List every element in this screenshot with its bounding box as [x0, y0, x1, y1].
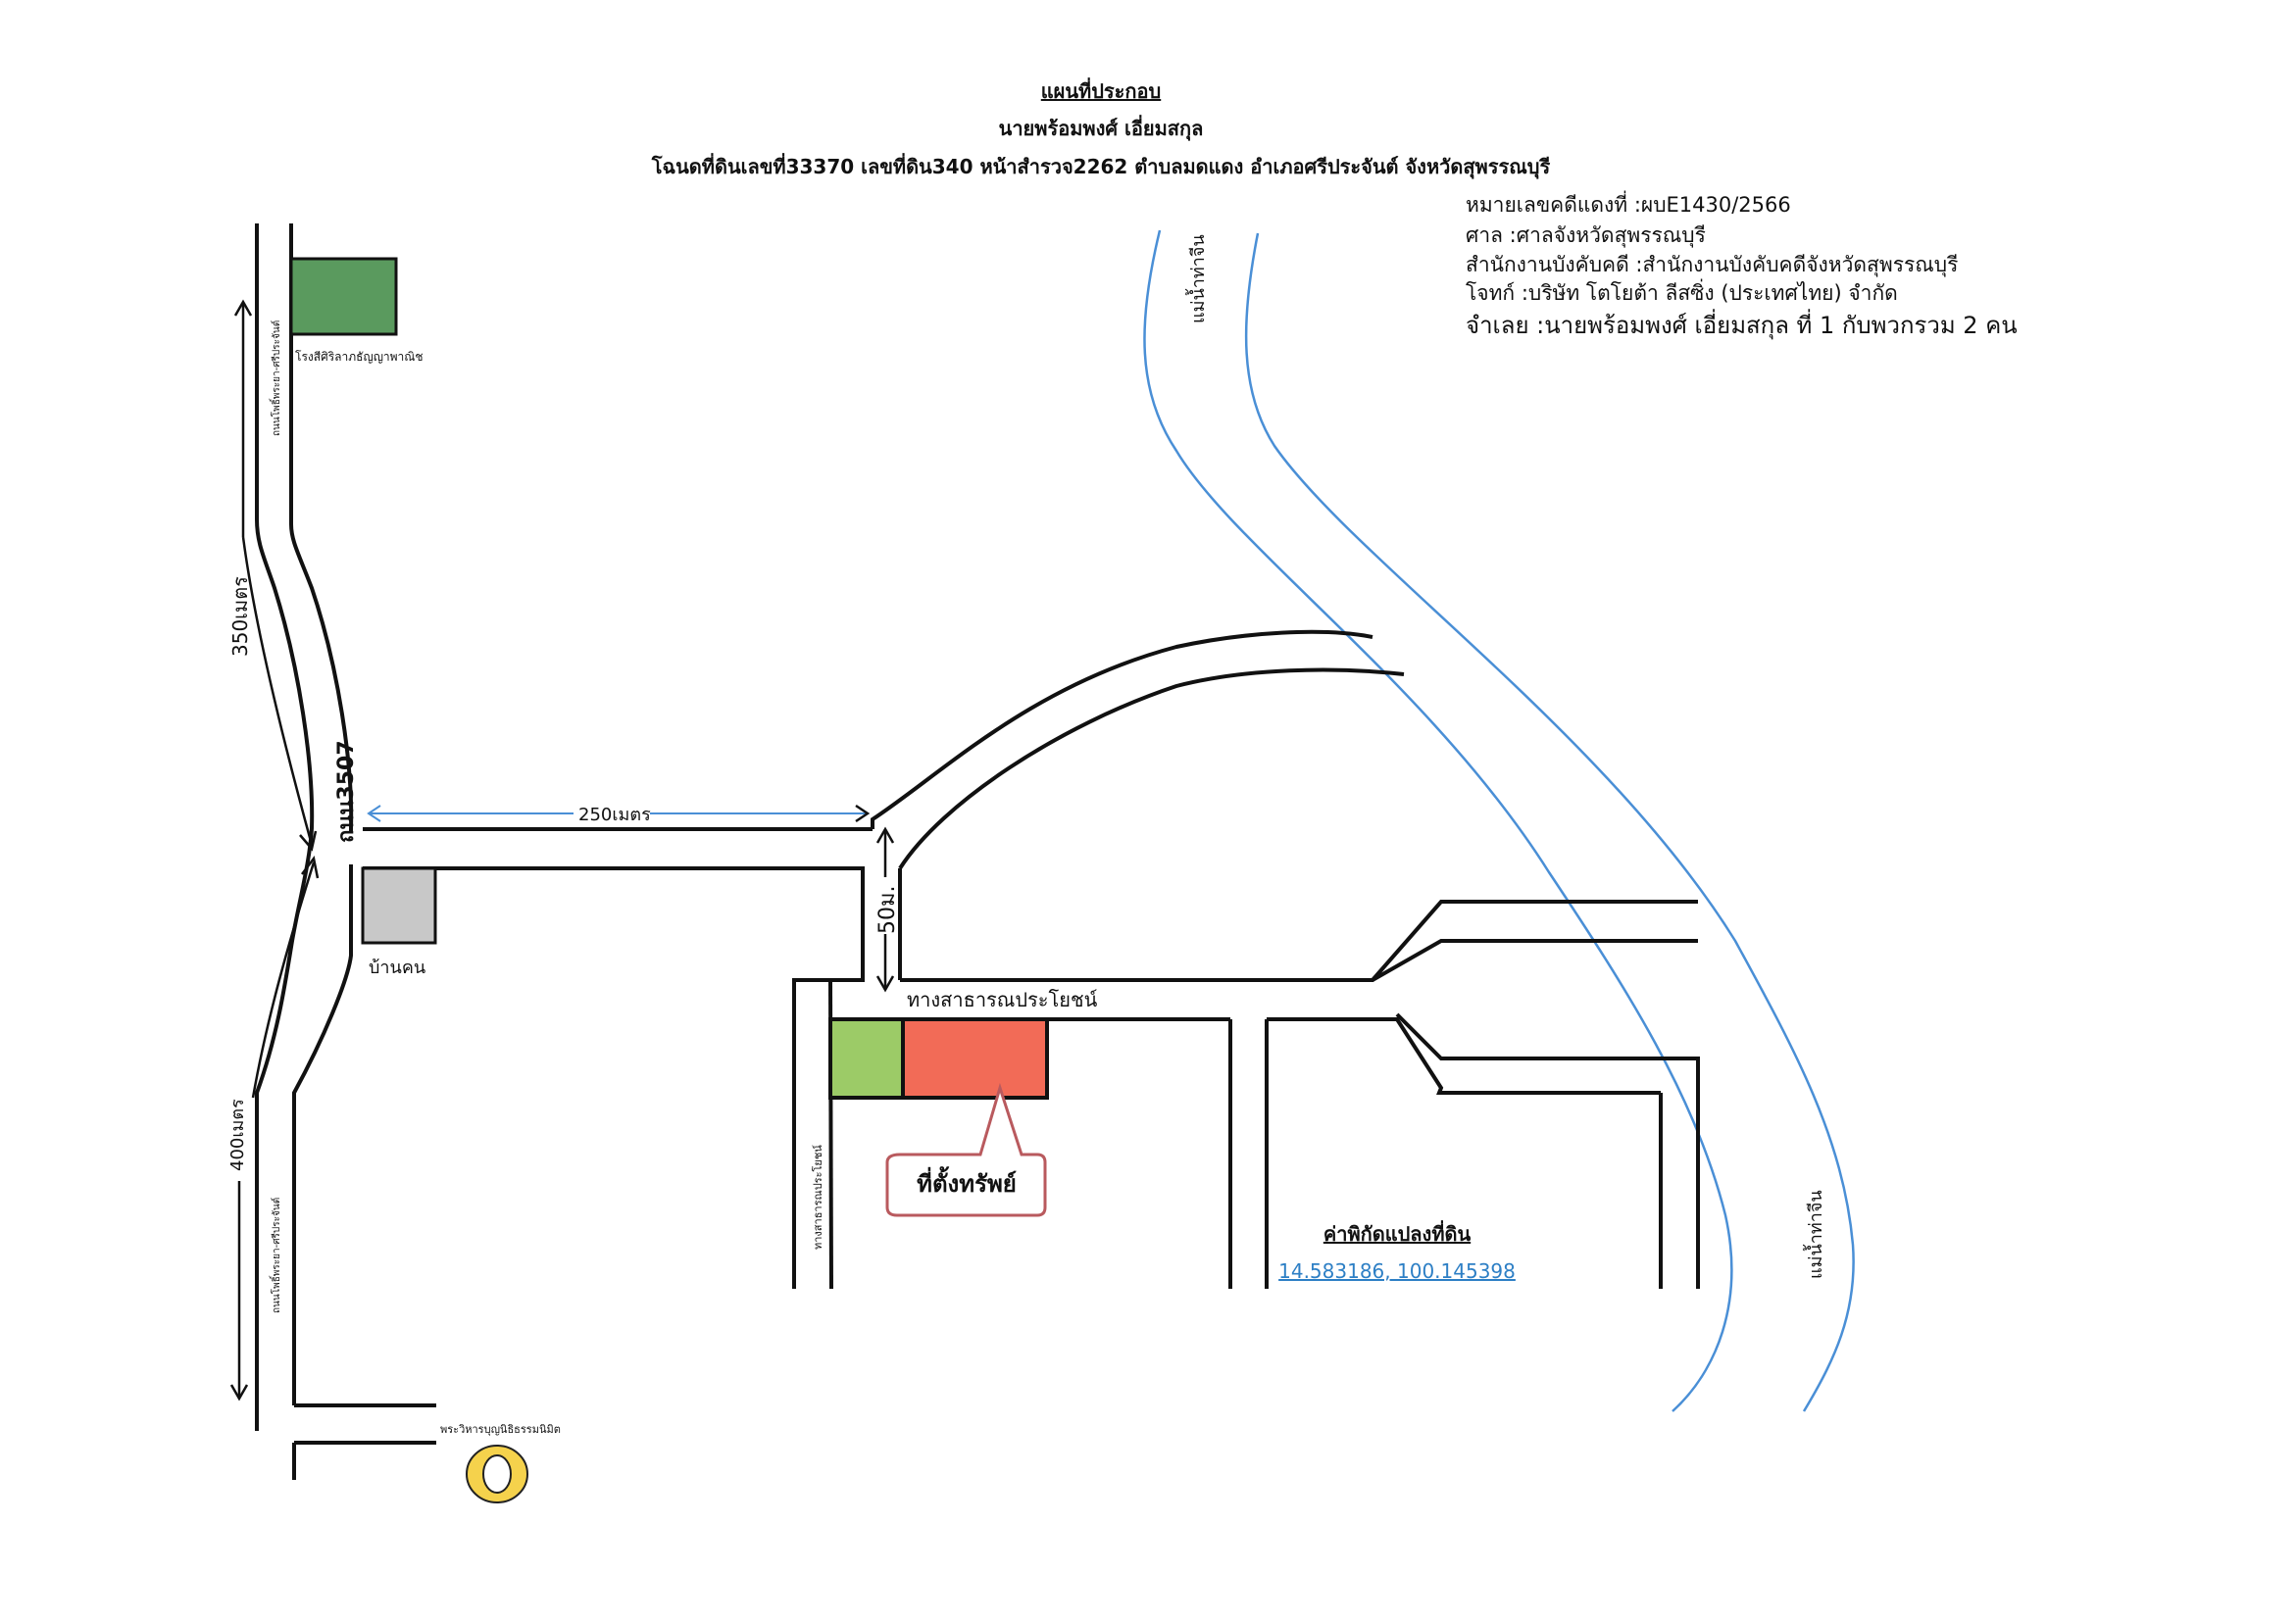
court-name: ศาล :ศาลจังหวัดสุพรรณบุรี	[1466, 223, 1706, 248]
temple-marker-inner	[482, 1454, 512, 1494]
case-number: หมายเลขคดีแดงที่ :ผบE1430/2566	[1466, 190, 1791, 217]
river-label-top: แม่น้ำท่าจีน	[1185, 234, 1209, 323]
dist-400-label: 400เมตร	[227, 1099, 248, 1171]
dist-50-label: 50ม.	[875, 886, 900, 935]
dimension-400m	[229, 856, 320, 1402]
dist-250-label: 250เมตร	[578, 805, 651, 825]
dist-50-bg	[875, 877, 897, 934]
defendant: จำเลย :นายพร้อมพงศ์ เอี่ยมสกุล ที่ 1 กับ…	[1466, 309, 2018, 340]
dimension-350m	[233, 299, 318, 852]
house-label: บ้านคน	[369, 958, 425, 978]
plot-green-portion	[828, 1017, 905, 1100]
road-3507-label: ถนน3507	[334, 740, 359, 843]
dist-350-label: 350เมตร	[228, 576, 252, 657]
public-way-label-h: ทางสาธารณประโยชน์	[907, 988, 1098, 1011]
house-building	[361, 866, 437, 945]
road-side-label-top: ถนนโพธิ์พระยา-ศรีประจันต์	[269, 320, 282, 436]
map-title: แผนที่ประกอบ	[1041, 76, 1161, 103]
temple-label: พระวิหารบุญนิธิธรรมนิมิต	[440, 1423, 561, 1436]
enforcement-office: สำนักงานบังคับคดี :สำนักงานบังคับคดีจังห…	[1466, 253, 1958, 277]
deed-line: โฉนดที่ดินเลขที่33370 เลขที่ดิน340 หน้าส…	[651, 152, 1551, 179]
road-side-label-bottom: ถนนโพธิ์พระยา-ศรีประจันต์	[269, 1198, 282, 1313]
coord-link[interactable]: 14.583186, 100.145398	[1278, 1259, 1516, 1283]
east-road	[363, 827, 873, 1290]
river	[1143, 229, 1855, 1412]
public-way-label-v: ทางสาธารณประโยชน์	[811, 1145, 824, 1250]
rice-mill-label: โรงสีศิริลาภธัญญาพาณิช	[295, 350, 424, 364]
rice-mill-building	[289, 257, 398, 336]
property-plot	[901, 1017, 1049, 1100]
property-callout	[885, 1082, 1047, 1217]
property-label: ที่ตั้งทรัพย์	[917, 1165, 1017, 1198]
northeast-road	[871, 629, 1405, 980]
coord-title: ค่าพิกัดแปลงที่ดิน	[1323, 1219, 1472, 1246]
public-way-road	[900, 900, 1700, 1289]
road-3507	[255, 223, 354, 1480]
dist-250-bg	[574, 802, 650, 825]
owner-name: นายพร้อมพงศ์ เอี่ยมสกุล	[999, 114, 1204, 141]
river-label-bottom: แม่น้ำท่าจีน	[1803, 1190, 1826, 1279]
plaintiff: โจทก์ :บริษัท โตโยต้า ลีสซิ่ง (ประเทศไทย…	[1466, 278, 1898, 305]
